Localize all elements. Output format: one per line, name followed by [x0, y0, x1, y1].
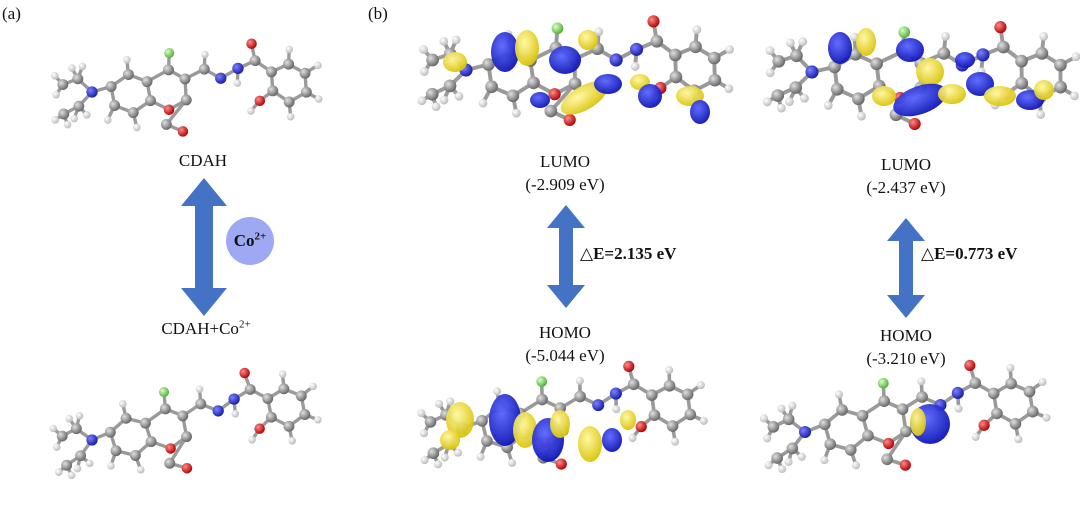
double-arrow-b-left — [547, 205, 585, 308]
lumo-label-right: LUMO — [880, 155, 932, 174]
cdah-co-label: CDAH+Co2+ — [161, 318, 251, 338]
molecule-cdah-co-complex — [49, 367, 322, 480]
double-arrow-b-right — [887, 218, 925, 318]
homo-label-left: HOMO — [539, 323, 591, 342]
panel-a-label: (a) — [2, 4, 21, 23]
co-ion-circle — [226, 217, 274, 265]
homo-energy-right: (-3.210 eV) — [866, 349, 946, 368]
lumo-energy-left: (-2.909 eV) — [525, 175, 605, 194]
lumo-label-left: LUMO — [539, 152, 591, 171]
homo-orbital-complex — [759, 359, 1051, 474]
lumo-orbital-complex — [762, 21, 1080, 131]
molecule-cdah — [51, 38, 323, 137]
lumo-orbital-cdah — [417, 15, 734, 127]
homo-energy-left: (-5.044 eV) — [525, 346, 605, 365]
double-arrow-a — [181, 178, 227, 316]
homo-label-right: HOMO — [880, 326, 932, 345]
cdah-label: CDAH — [178, 151, 228, 170]
panel-b-label: (b) — [368, 4, 388, 23]
co-ion-label: Co2+ — [233, 230, 267, 250]
energy-gap-right: △E=0.773 eV — [921, 244, 1018, 263]
homo-orbital-cdah — [417, 360, 708, 470]
lumo-energy-right: (-2.437 eV) — [866, 178, 946, 197]
energy-gap-left: △E=2.135 eV — [580, 244, 677, 263]
